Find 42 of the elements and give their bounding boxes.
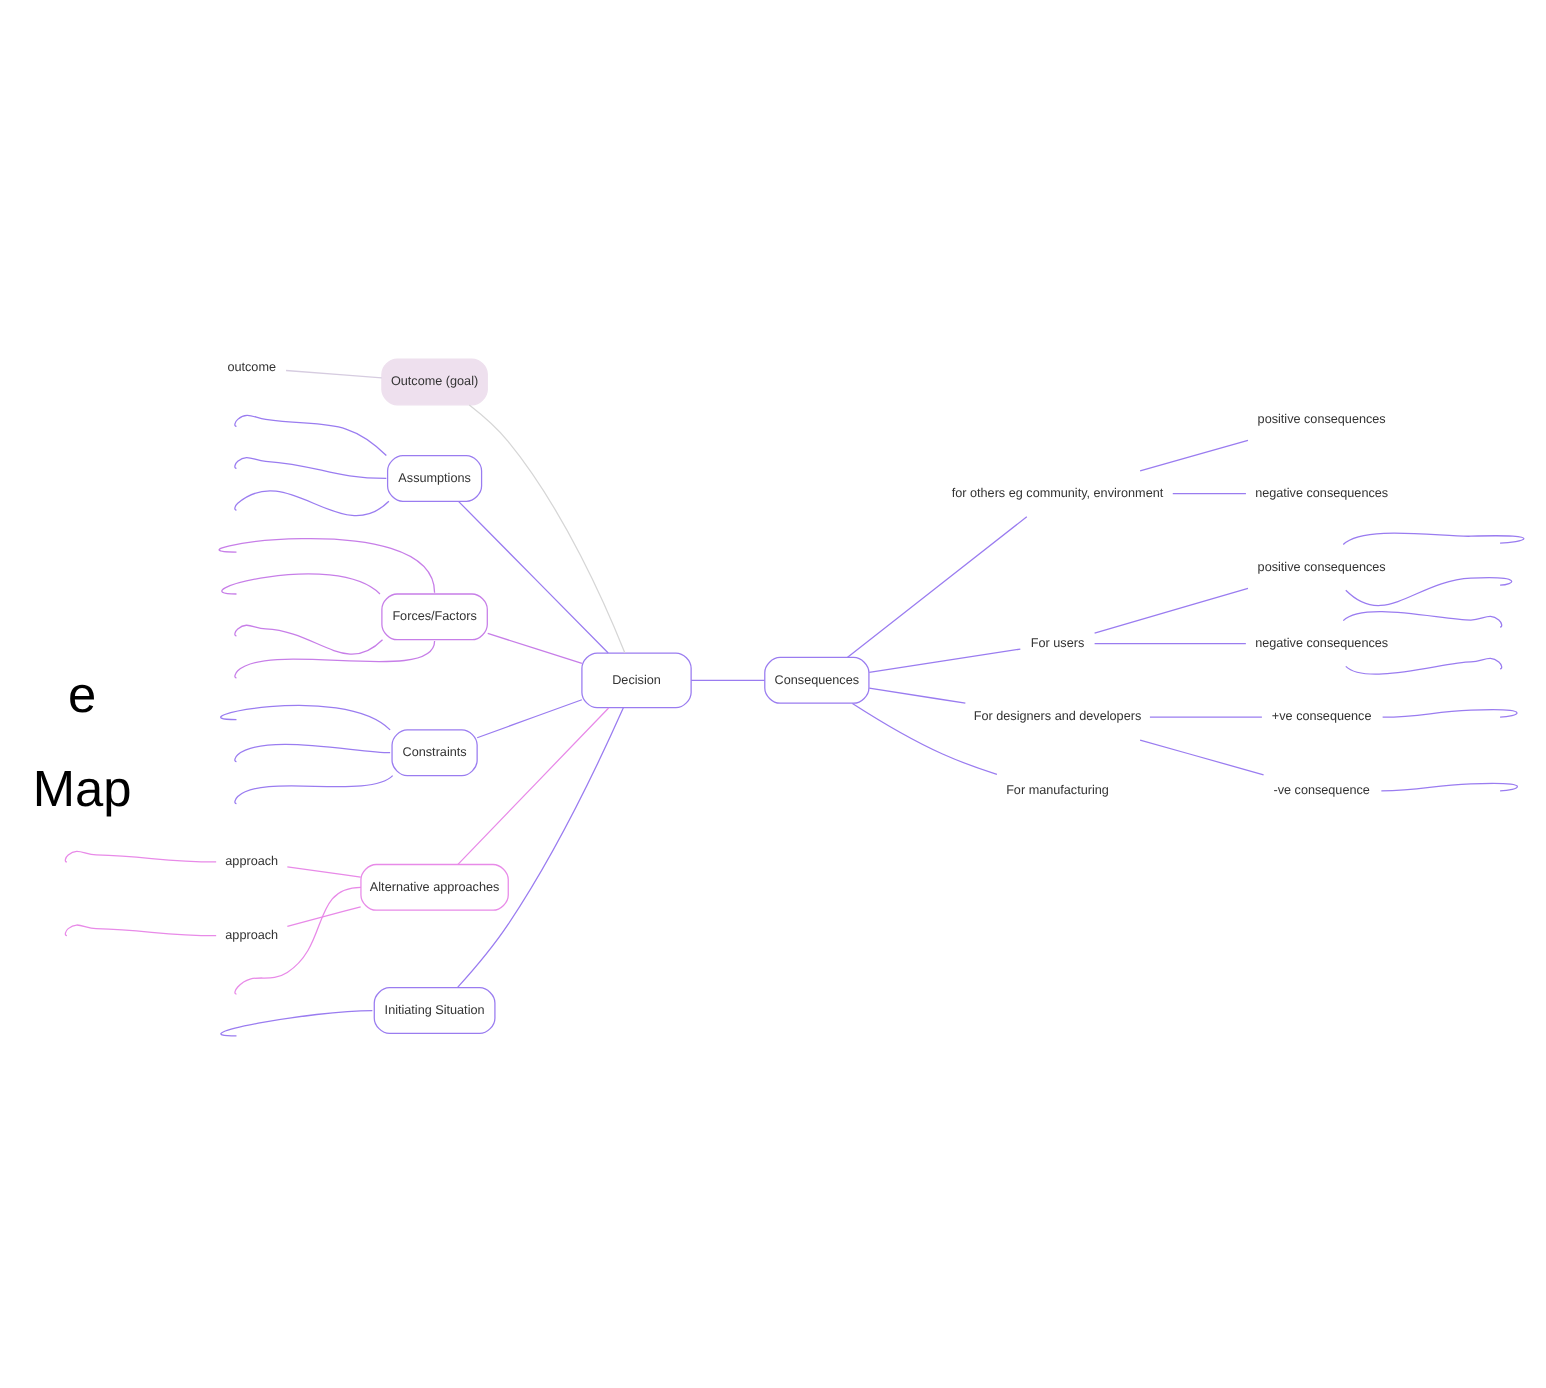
connector (457, 707, 610, 866)
connector (1139, 439, 1249, 472)
label: e (68, 668, 97, 725)
connector (285, 369, 383, 379)
connector (868, 687, 966, 704)
connector (476, 699, 583, 739)
connector (1382, 709, 1518, 718)
connector (234, 624, 384, 655)
connector (220, 704, 391, 731)
connector (458, 500, 609, 654)
connector (851, 702, 998, 775)
connector (1093, 587, 1249, 634)
connector (286, 866, 362, 878)
connector (1380, 782, 1518, 792)
connector (234, 456, 387, 480)
connector (234, 640, 436, 679)
connector (219, 538, 436, 594)
connector (234, 490, 390, 517)
connector (1172, 493, 1247, 495)
connector (64, 924, 217, 937)
connector (234, 743, 391, 763)
connector (1342, 532, 1525, 546)
connector (690, 679, 766, 681)
connector (1345, 657, 1503, 675)
connector (234, 414, 387, 457)
connector (1093, 642, 1247, 645)
connector (1139, 739, 1265, 776)
connector (846, 516, 1028, 659)
connector (220, 1009, 373, 1037)
connector (1149, 716, 1263, 718)
connector (286, 906, 362, 928)
connector (487, 632, 583, 664)
label: Map (32, 762, 132, 819)
connector (468, 404, 626, 654)
connector (64, 850, 217, 863)
connector (457, 707, 624, 989)
connector (1345, 577, 1513, 606)
connector (868, 648, 1021, 674)
connector (234, 886, 362, 995)
connector (234, 774, 394, 805)
connector (221, 573, 381, 595)
connector (1342, 610, 1503, 628)
